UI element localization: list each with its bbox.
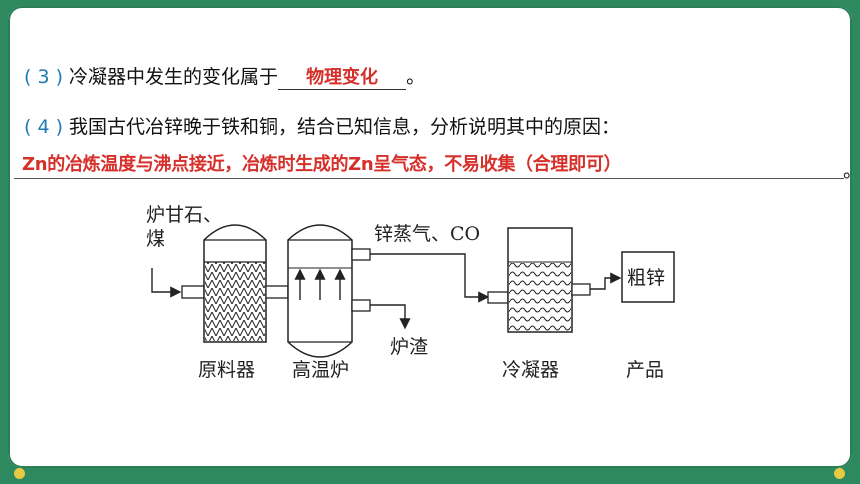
vapor-line [370,253,490,303]
product-line [590,272,622,290]
footer-dot-right [834,468,845,479]
question-3-end: 。 [406,66,426,88]
connect-pipe [265,285,289,299]
feeder-pipe [181,285,205,299]
condenser-outlet [571,283,591,296]
unit-label-furnace: 高温炉 [292,359,349,381]
input-label-1: 炉甘石、 [146,204,222,226]
unit-label-product: 产品 [626,359,664,381]
condenser-vessel [507,227,573,333]
question-4-answer-rule [14,178,844,179]
question-3-number: ( 3 ) [24,66,63,88]
vapor-outlet [351,248,371,261]
unit-label-condenser: 冷凝器 [502,359,559,381]
question-3-answer: 物理变化 [306,67,379,88]
question-4-end: 。 [843,156,860,183]
input-arrow [151,268,182,298]
product-box [621,251,675,303]
furnace-vessel [287,224,353,358]
slag-label: 炉渣 [390,336,428,358]
question-4-text: 我国古代冶锌晚于铁和铜，结合已知信息，分析说明其中的原因： [69,116,621,138]
question-3-blank: 物理变化 [278,63,407,90]
raw-material-vessel [203,224,267,343]
footer-dot-left [14,468,25,479]
slag-line [370,304,411,330]
slide [8,6,852,468]
unit-label-raw: 原料器 [198,359,255,381]
question-3-text: 冷凝器中发生的变化属于 [69,66,279,88]
question-4-number: ( 4 ) [24,116,63,138]
condenser-inlet [487,291,509,304]
question-4-answer: Zn的冶炼温度与沸点接近，冶炼时生成的Zn呈气态，不易收集（合理即可） [22,154,622,175]
vapor-label: 锌蒸气、CO [374,223,480,245]
question-3: ( 3 ) 冷凝器中发生的变化属于 物理变化 。 [24,62,425,90]
question-4: ( 4 ) 我国古代冶锌晚于铁和铜，结合已知信息，分析说明其中的原因： [24,112,620,139]
product-box-label: 粗锌 [627,267,665,289]
slag-outlet [351,299,371,312]
input-label-2: 煤 [146,228,165,250]
